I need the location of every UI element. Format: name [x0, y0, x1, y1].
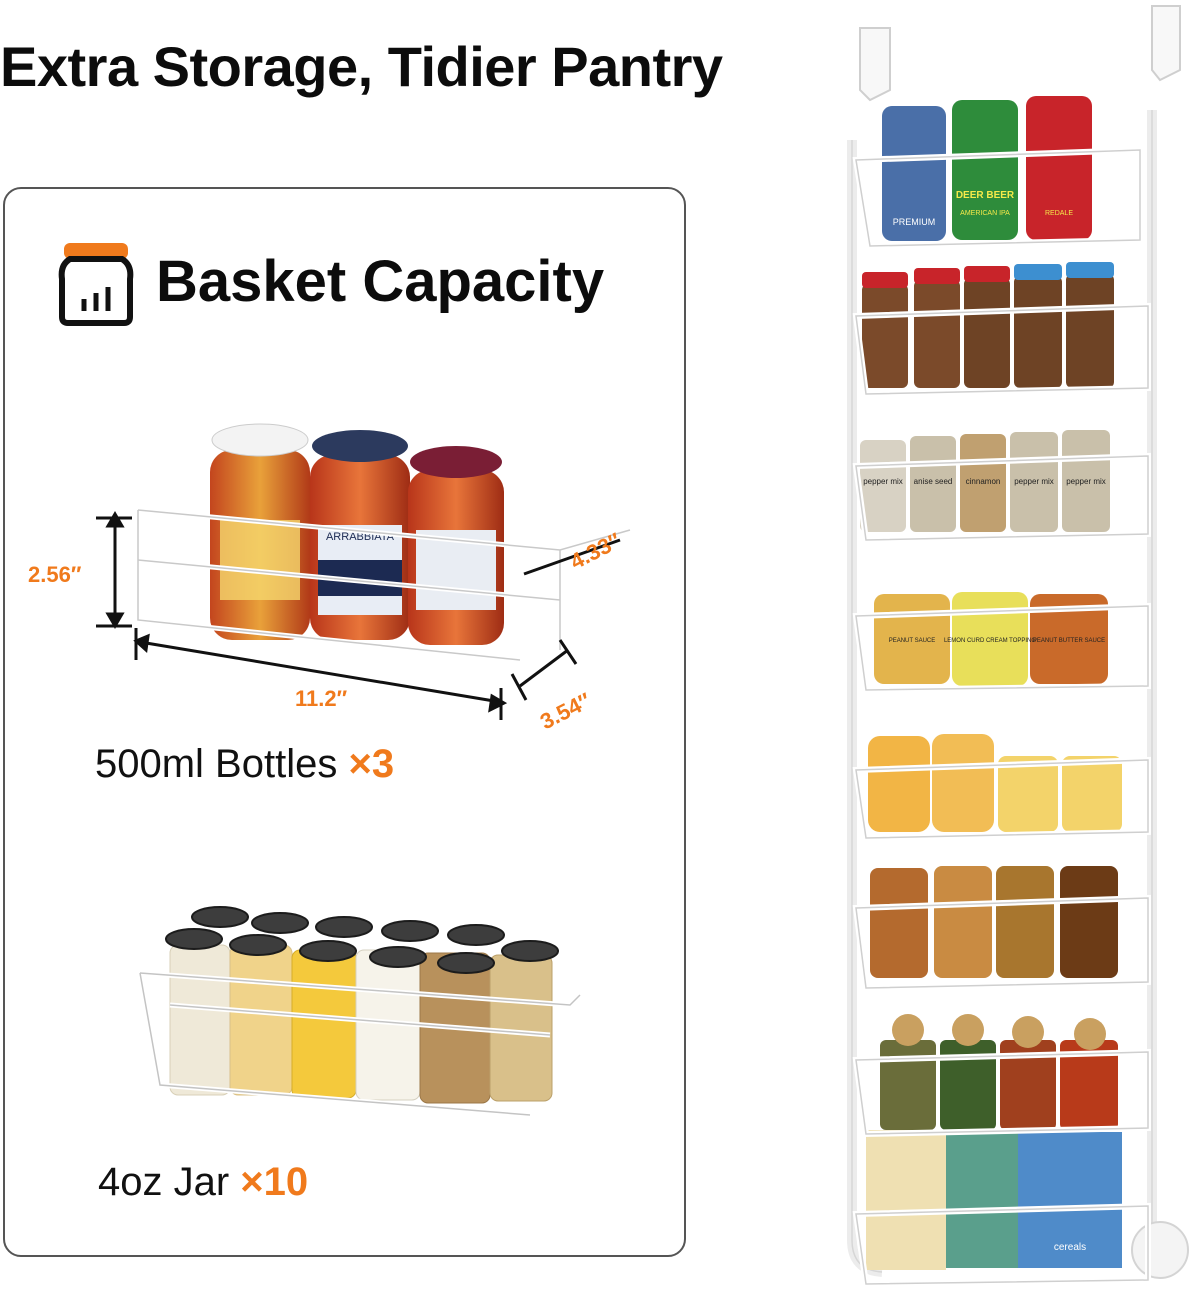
sauce-label: LEMON CURD CREAM TOPPING — [944, 638, 1036, 644]
panel-title: Basket Capacity — [156, 249, 605, 314]
dimension-height: 2.56″ — [28, 562, 82, 587]
spice-label: pepper mix — [863, 477, 903, 486]
basket-canisters: cereals — [866, 1014, 1122, 1270]
basket-spices-clear: pepper mix anise seed cinnamon pepper mi… — [860, 430, 1110, 532]
basket-cans: PREMIUM DEER BEER AMERICAN IPA REDALE — [882, 96, 1092, 241]
dimension-width: 11.2″ — [295, 686, 348, 711]
can-label: PREMIUM — [893, 217, 936, 227]
box-label: cereals — [1054, 1242, 1086, 1253]
capacity-item: 4oz Jar — [98, 1160, 230, 1204]
capacity-multiplier: ×3 — [348, 742, 395, 786]
spice-label: pepper mix — [1014, 477, 1054, 486]
capacity-item: 500ml Bottles — [95, 742, 338, 786]
spice-jar-basket-illustration — [137, 906, 582, 1118]
capacity-bottles: 500ml Bottles ×3 — [95, 742, 394, 787]
basket-snack-jars — [870, 866, 1118, 978]
sauce-label: PEANUT SAUCE — [889, 638, 936, 644]
capacity-jars: 4oz Jar ×10 — [98, 1160, 308, 1205]
spice-label: anise seed — [914, 477, 953, 486]
sauce-label: PEANUT BUTTER SAUCE — [1033, 638, 1105, 644]
bottle-jar — [310, 430, 410, 640]
capacity-multiplier: ×10 — [240, 1160, 309, 1204]
basket-spices-red — [862, 262, 1114, 388]
basket-honey-jars — [868, 734, 1122, 832]
bottle-jar — [408, 446, 504, 645]
over-door-rack-illustration: PREMIUM DEER BEER AMERICAN IPA REDALE pe… — [847, 5, 1189, 1288]
spice-label: cinnamon — [966, 477, 1001, 486]
headline: Extra Storage, Tidier Pantry — [0, 35, 723, 98]
door-hooks — [859, 5, 1181, 102]
spice-jars — [165, 906, 559, 1104]
jar-capacity-icon — [58, 243, 134, 326]
can-label: REDALE — [1045, 210, 1073, 217]
bottle-jar — [210, 423, 310, 640]
spice-label: pepper mix — [1066, 477, 1106, 486]
can-label: AMERICAN IPA — [960, 210, 1010, 217]
bumper-pad — [1131, 1221, 1189, 1279]
bottle-basket-illustration: ARRABBIATA — [96, 423, 631, 720]
basket-sauces: PEANUT SAUCE LEMON CURD CREAM TOPPING PE… — [874, 592, 1108, 686]
can-label: DEER BEER — [956, 190, 1015, 201]
